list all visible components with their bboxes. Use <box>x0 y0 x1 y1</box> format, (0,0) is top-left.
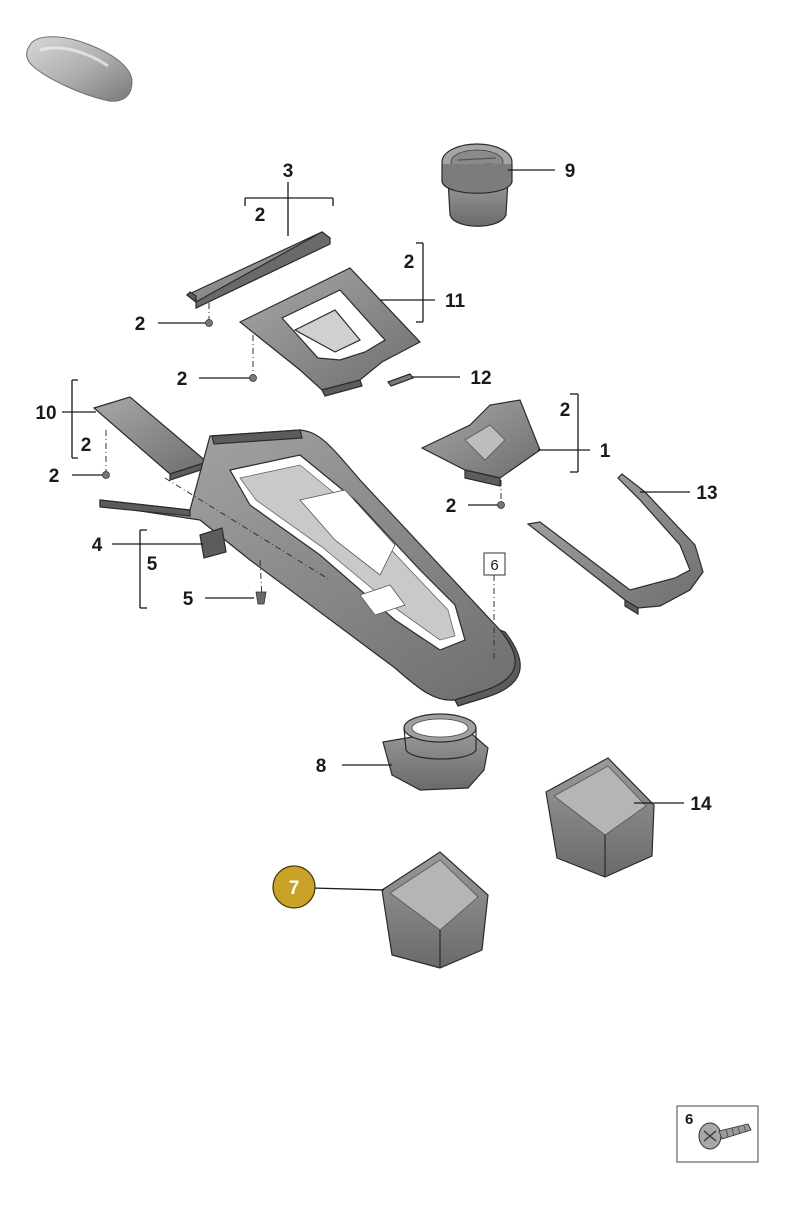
callout-2-clip-d[interactable]: 2 <box>446 496 457 517</box>
callout-5-clip[interactable]: 5 <box>183 589 194 610</box>
screw-icon <box>698 1122 752 1150</box>
highlight-badge-7[interactable]: 7 <box>272 865 316 909</box>
legend-screw-6: 6 <box>676 1105 759 1163</box>
part-12-small-strip[interactable] <box>387 373 414 387</box>
callout-3[interactable]: 3 <box>283 161 294 182</box>
callout-4[interactable]: 4 <box>92 535 103 556</box>
clip-icon <box>497 501 505 509</box>
callout-7[interactable]: 7 <box>289 878 300 899</box>
callout-2-surround[interactable]: 2 <box>560 400 571 421</box>
clip-icon <box>102 471 110 479</box>
part-4-bracket[interactable] <box>199 527 227 559</box>
callout-13[interactable]: 13 <box>696 483 717 504</box>
callout-2-clip-b[interactable]: 2 <box>177 369 188 390</box>
part-10-cover-panel[interactable] <box>92 396 209 481</box>
part-8-cup-holder[interactable] <box>382 713 489 791</box>
main-center-console[interactable] <box>99 429 521 707</box>
part-3-trim-strip[interactable] <box>185 231 332 309</box>
callout-5-bracket[interactable]: 5 <box>147 554 158 575</box>
callout-2-frame[interactable]: 2 <box>404 252 415 273</box>
clip-icon <box>205 319 213 327</box>
callout-9[interactable]: 9 <box>565 161 576 182</box>
callout-2-clip-a[interactable]: 2 <box>135 314 146 335</box>
callout-12[interactable]: 12 <box>470 368 491 389</box>
part-13-side-trim[interactable] <box>526 473 704 616</box>
car-silhouette-icon <box>26 36 133 102</box>
leader-7 <box>311 887 385 891</box>
part-11-frame[interactable] <box>238 267 421 397</box>
part-9-cup-insert[interactable] <box>441 143 513 227</box>
callout-10[interactable]: 10 <box>35 403 56 424</box>
callout-2-strip[interactable]: 2 <box>255 205 266 226</box>
callout-8[interactable]: 8 <box>316 756 327 777</box>
reference-6-box: 6 <box>483 552 506 576</box>
callout-2-panel[interactable]: 2 <box>81 435 92 456</box>
part-5-clip[interactable] <box>255 591 267 605</box>
callout-11[interactable]: 11 <box>445 291 466 312</box>
clip-icon <box>249 374 257 382</box>
callout-6-ref[interactable]: 6 <box>490 557 498 574</box>
callout-14[interactable]: 14 <box>690 794 712 815</box>
callout-6-legend[interactable]: 6 <box>685 1111 693 1128</box>
part-14-storage-bin[interactable] <box>545 757 655 878</box>
part-7-storage-bin[interactable] <box>381 851 489 969</box>
dash-console-a <box>164 477 331 581</box>
part-1-shift-surround[interactable] <box>420 399 541 487</box>
callout-2-clip-c[interactable]: 2 <box>49 466 60 487</box>
callout-1[interactable]: 1 <box>600 441 611 462</box>
